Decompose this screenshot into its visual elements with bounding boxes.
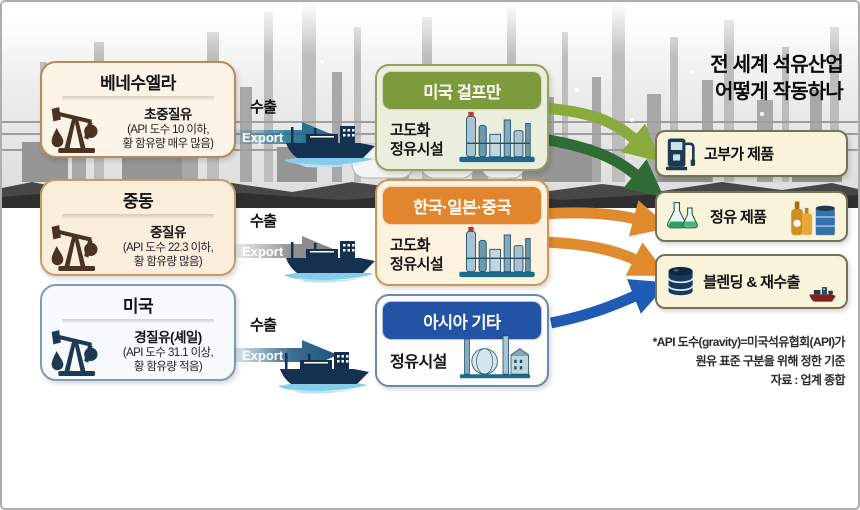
svg-text:Export: Export [242, 130, 284, 145]
cargo-ship-icon [284, 126, 375, 168]
refinery-box-asia-other: 아시아 기타 정유시설 [375, 294, 549, 387]
export-label: 수출 [250, 317, 277, 334]
source-box-venezuela: 베네수엘라 초중질유 (API 도수 10 이하, 황 함유량 매우 많음) [40, 61, 236, 158]
cargo-ship-icon [278, 352, 369, 394]
reexport-ship-icon [809, 287, 836, 302]
refinery-box-korea-japan-china: 한국·일본·중국 고도화 정유시설 [375, 179, 549, 286]
svg-text:Export: Export [242, 348, 284, 363]
refinery-region: 한국·일본·중국 [382, 186, 542, 225]
cargo-ship-icon [284, 241, 375, 283]
refinery-region: 아시아 기타 [382, 301, 542, 340]
refinery-box-us-gulf: 미국 걸프만 고도화 정유시설 [375, 64, 549, 171]
export-label: 수출 [250, 99, 277, 116]
output-box-high-value: 고부가 제품 [655, 130, 848, 177]
source-name: 미국 [122, 297, 154, 316]
refinery-region: 미국 걸프만 [382, 71, 542, 110]
source-name: 중동 [122, 192, 154, 211]
flow-kjc-to-refined [542, 200, 670, 237]
divider [62, 214, 214, 219]
facility-label: 고도화 정유시설 [390, 122, 444, 158]
footnote: *API 도수(gravity)=미국석유협회(API)가 원유 표준 구분을 … [652, 335, 846, 387]
crude-spec-line1: (API 도수 31.1 이상, [122, 347, 214, 359]
bottles-and-drum-icon [791, 201, 835, 235]
crude-grade: 경질유(셰일) [134, 330, 202, 345]
output-label: 고부가 제품 [704, 146, 774, 163]
crude-grade: 중질유 [150, 225, 186, 240]
crude-grade: 초중질유 [144, 107, 192, 122]
oil-pumpjack-icon [51, 225, 98, 271]
crude-spec-line2: 황 함유량 많음) [133, 256, 203, 268]
output-box-blending-reexport: 블렌딩 & 재수출 [655, 254, 848, 309]
basic-refinery-icon [459, 335, 531, 379]
crude-spec-line1: (API 도수 10 이하, [127, 124, 209, 136]
svg-text:Export: Export [242, 244, 284, 259]
crude-spec-line2: 황 함유량 적음) [133, 361, 203, 373]
export-label: 수출 [250, 213, 277, 230]
oil-pumpjack-icon [51, 330, 98, 376]
source-box-middle-east: 중동 중질유 (API 도수 22.3 이하, 황 함유량 많음) [40, 179, 236, 276]
output-label: 정유 제품 [710, 209, 767, 226]
divider [62, 319, 214, 324]
output-label: 블렌딩 & 재수출 [703, 274, 800, 291]
divider [62, 96, 214, 101]
advanced-refinery-icon [459, 226, 535, 278]
oil-drum-icon [667, 266, 694, 296]
fuel-pump-icon [666, 138, 696, 171]
flow-kjc-to-blending [542, 236, 668, 276]
facility-label: 고도화 정유시설 [390, 237, 444, 273]
flow-asia-to-blending [549, 279, 669, 329]
facility-label: 정유시설 [390, 354, 447, 371]
output-box-refined-products: 정유 제품 [655, 191, 848, 242]
source-box-us: 미국 경질유(셰일) (API 도수 31.1 이상, 황 함유량 적음) [40, 284, 236, 381]
flasks-icon [667, 201, 698, 228]
crude-spec-line2: 황 함유량 매우 많음) [122, 138, 214, 150]
main-title: 전 세계 석유산업 어떻게 작동하나 [710, 54, 844, 103]
crude-spec-line1: (API 도수 22.3 이하, [122, 242, 214, 254]
advanced-refinery-icon [459, 111, 535, 163]
oil-pumpjack-icon [51, 107, 98, 153]
source-name: 베네수엘라 [100, 74, 176, 93]
